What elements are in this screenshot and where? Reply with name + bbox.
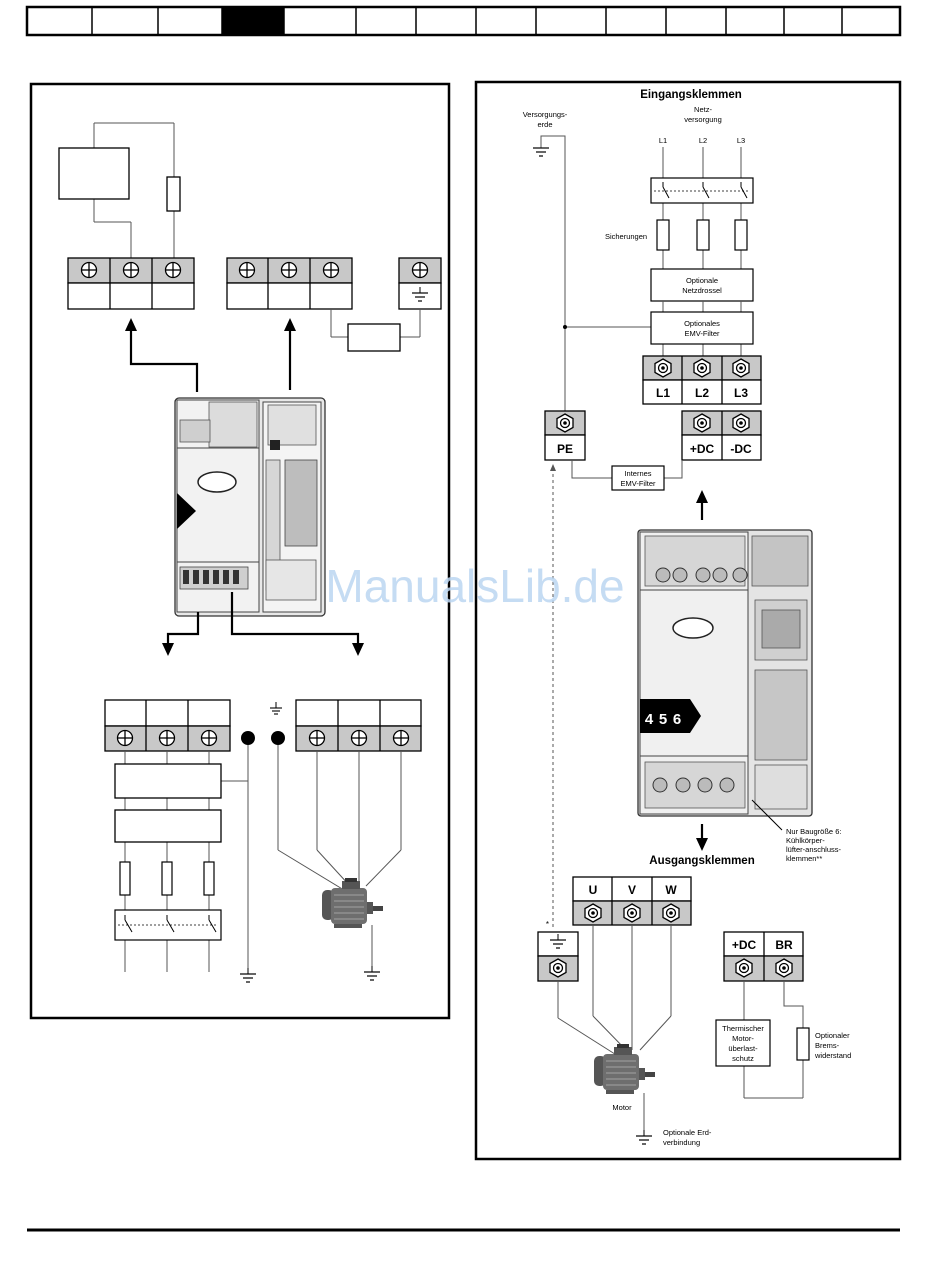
terminal-minus-dc-label: -DC (730, 442, 752, 456)
isolator-switch-right (650, 177, 754, 204)
thermal-label-line1: Thermischer (722, 1024, 764, 1033)
ground-terminal-left (398, 257, 442, 310)
fan-note-line3: lüfter-anschluss- (786, 845, 842, 854)
optional-earth-label-line1: Optionale Erd- (663, 1128, 712, 1137)
optional-earth-label-line2: verbindung (663, 1138, 700, 1147)
external-device-box (58, 147, 130, 200)
right-panel: Eingangsklemmen Versorgungs- erde Netz- … (474, 80, 902, 1161)
terminal-l3-label: L3 (734, 386, 748, 400)
terminal-plus-dc-label: +DC (690, 442, 715, 456)
thermal-protection-box (715, 1019, 771, 1067)
terminal-pe-label: PE (557, 442, 573, 456)
brake-resistor-label-line3: widerstand (814, 1051, 851, 1060)
terminal-l2-label: L2 (695, 386, 709, 400)
output-terminals-title: Ausgangsklemmen (649, 855, 754, 867)
mains-supply-label-line1: Netz- (694, 105, 712, 114)
asterisk-note: * (546, 920, 549, 929)
pe-terminal: PE (544, 410, 586, 461)
watermark-text: ManualsLib.de (325, 560, 624, 612)
fuse-l1 (656, 219, 670, 251)
thermal-label-line4: schutz (732, 1054, 754, 1063)
earth-dot-left (241, 731, 255, 745)
left-panel (29, 82, 451, 1020)
phase-label-l2: L2 (699, 136, 707, 145)
terminal-brake-plus-dc-label: +DC (732, 938, 757, 952)
internal-emc-filter-box (611, 465, 665, 491)
line-reactor-box-left (114, 809, 222, 843)
phase-label-l1: L1 (659, 136, 667, 145)
mains-supply-label-line2: versorgung (684, 115, 722, 124)
fan-note-line1: Nur Baugröße 6: (786, 827, 841, 836)
terminal-w-label: W (665, 883, 677, 897)
isolator-switch-left (114, 909, 222, 941)
supply-earth-label-line1: Versorgungs- (523, 110, 568, 119)
internal-filter-label-line1: Internes (624, 469, 651, 478)
terminal-l1-label: L1 (656, 386, 670, 400)
fuses-label: Sicherungen (605, 232, 647, 241)
resistor-symbol (166, 176, 181, 212)
header-tab-strip (25, 5, 902, 37)
terminal-block-b (226, 257, 353, 310)
filter-box-left (347, 323, 401, 352)
thermal-label-line2: Motor- (732, 1034, 754, 1043)
terminal-v-label: V (628, 883, 636, 897)
terminal-block-d (295, 699, 422, 752)
supply-earth-label-line2: erde (537, 120, 552, 129)
brake-terminal-block: +DC BR (723, 931, 804, 982)
brake-resistor-label-line2: Brems- (815, 1041, 840, 1050)
emc-filter-label-line2: EMV-Filter (684, 329, 720, 338)
line-reactor-box (650, 268, 754, 302)
emc-filter-label-line1: Optionales (684, 319, 720, 328)
dc-terminal-block: +DC -DC (681, 410, 762, 461)
terminal-br-label: BR (775, 938, 793, 952)
line-reactor-label-line1: Optionale (686, 276, 718, 285)
fan-note-line4: klemmen** (786, 854, 822, 863)
fuse-l3 (734, 219, 748, 251)
motor-label: Motor (612, 1103, 632, 1112)
output-terminal-block: U V W (572, 876, 692, 926)
earth-dot-right (271, 731, 285, 745)
brake-resistor-label-line1: Optionaler (815, 1031, 850, 1040)
brake-resistor-symbol (796, 1027, 810, 1061)
motor-earth-terminal (537, 931, 579, 982)
fuse-l2 (696, 219, 710, 251)
input-terminal-block: L1 L2 L3 (642, 355, 762, 405)
line-reactor-label-line2: Netzdrossel (682, 286, 722, 295)
frame-size-badge-6: 6 (673, 711, 681, 728)
phase-label-l3: L3 (737, 136, 745, 145)
internal-filter-label-line2: EMV-Filter (620, 479, 656, 488)
drive-illustration-left (174, 397, 326, 617)
emc-filter-box (650, 311, 754, 345)
frame-size-badge-4: 4 (645, 711, 654, 728)
frame-size-badge-5: 5 (659, 711, 667, 728)
terminal-block-a (67, 257, 195, 310)
terminal-block-c (104, 699, 231, 752)
thermal-label-line3: überlast- (728, 1044, 758, 1053)
drive-illustration-right: 4 5 6 (637, 529, 813, 817)
fan-note-line2: Kühlkörper- (786, 836, 825, 845)
emc-filter-box-left (114, 763, 222, 799)
input-terminals-title: Eingangsklemmen (640, 89, 742, 101)
terminal-u-label: U (589, 883, 598, 897)
